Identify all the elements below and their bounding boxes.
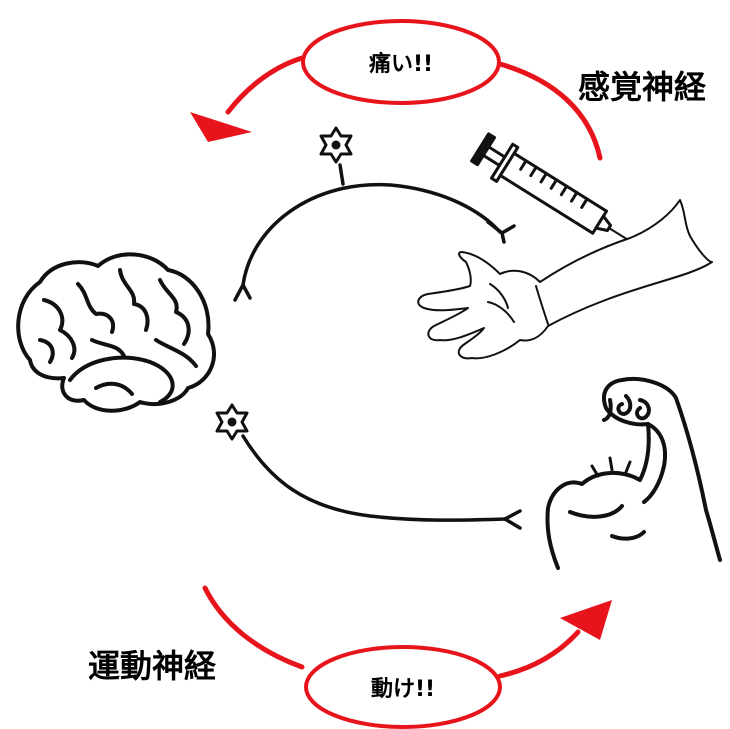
bicep-lower-curve [610,530,646,541]
brain-fold-2 [76,282,115,334]
sensory-nerve-end-right [486,220,516,244]
motor-arc-right [497,629,581,679]
motor-arrowhead [560,600,612,640]
brain-fold-5 [38,338,55,364]
sensory-signal-arrow: 痛い!! [190,19,603,161]
sensory-nerve [233,163,516,302]
arm-injection-icon [417,199,713,360]
motor-nerve-fiber [241,434,507,522]
syringe-icon [470,132,655,257]
bicep-fist-curl-3 [602,398,613,422]
motor-nerve-label: 運動神経 [88,647,217,685]
sensory-arc-left [225,55,305,115]
bicep-flex-mark-1 [590,464,600,478]
motor-signal-arrow: 動け!! [202,585,612,729]
sensory-cell-body-icon [319,126,353,164]
syringe-thumb [470,132,496,167]
bicep-flex-mark-3 [624,460,632,474]
sensory-arc-right [497,61,603,161]
motor-nerve [241,434,522,530]
hand [417,251,549,360]
move-bubble [304,645,502,729]
brain-icon [16,252,216,413]
wrist-line [535,285,549,325]
brain-fold-3 [118,268,150,332]
brain-fold-7 [154,338,198,368]
hand-crease-1 [487,301,515,323]
motor-nerve-end [503,509,522,530]
bicep-flex-mark-2 [608,456,614,472]
brain-fold-1 [42,298,77,360]
pain-bubble-text: 痛い!! [369,51,433,77]
sensory-nerve-end-left [233,283,252,302]
flexed-bicep-icon [545,377,722,570]
motor-arc-left [202,585,305,670]
pain-bubble [301,19,501,105]
bicep-arm [545,377,722,570]
sensory-arrowhead [190,112,252,142]
sensory-nerve-stalk [338,163,345,186]
forearm [539,199,713,327]
sensory-nerve-label: 感覚神経 [578,68,707,106]
bicep-fist-curl-2 [635,398,651,421]
brain-fold-6 [90,338,126,358]
move-bubble-text: 動け!! [371,677,435,702]
bicep-fist-curl-1 [616,394,633,416]
hand-crease-2 [489,283,509,309]
brain-fold-8 [94,381,134,396]
brain-cerebellum [68,355,175,404]
brain-outline [16,252,216,413]
sensory-nerve-fiber [241,183,502,287]
bicep-forearm-inner [642,422,667,504]
motor-cell-body-icon [215,403,249,441]
syringe-tip [594,214,613,233]
syringe-barrel [497,151,609,235]
syringe-finger-grip [490,142,520,183]
bicep-muscle-curve [568,504,624,519]
brain-fold-4 [158,278,191,346]
